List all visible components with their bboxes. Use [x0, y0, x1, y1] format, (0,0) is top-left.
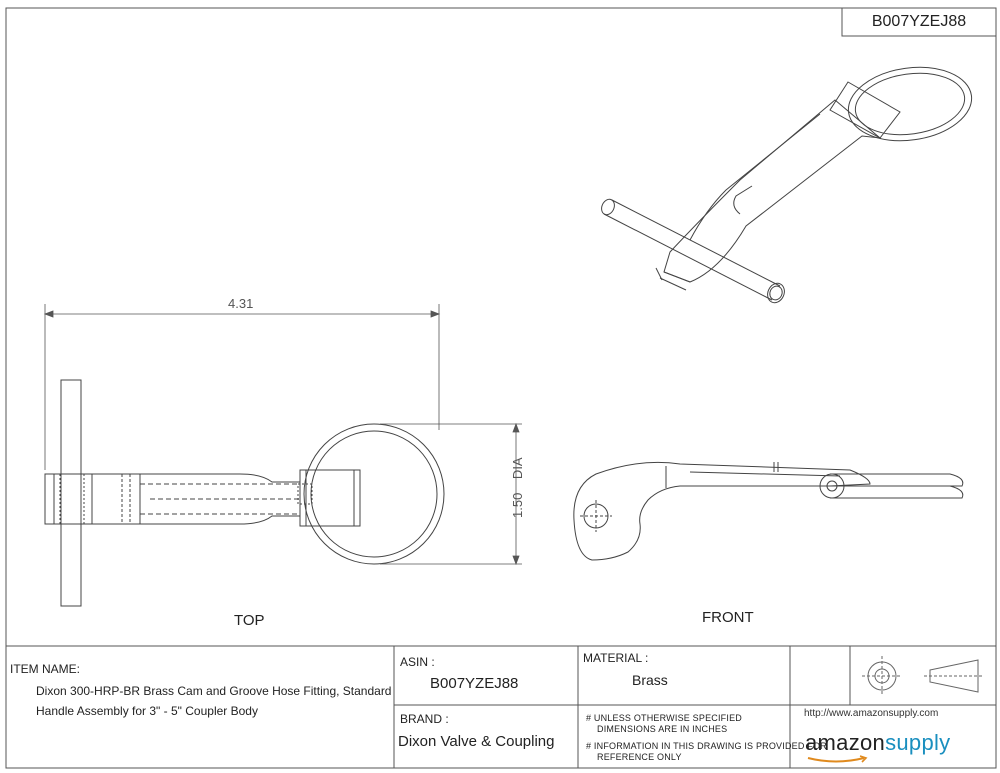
dimension-length-lines — [43, 304, 441, 470]
note-bullet-icon: # — [586, 713, 592, 723]
dimension-length-label: 4.31 — [228, 296, 254, 311]
note-reference-line-1: # INFORMATION IN THIS DRAWING IS PROVIDE… — [586, 741, 827, 751]
view-label-top: TOP — [234, 612, 265, 629]
note-reference-line-2: REFERENCE ONLY — [597, 752, 682, 762]
material-label: MATERIAL : — [583, 651, 649, 665]
title-block-frame — [6, 645, 996, 768]
top-view-drawing — [44, 379, 445, 607]
dimension-ring-label: 1.50 DIA — [510, 457, 530, 518]
projection-symbol-icon — [862, 656, 984, 696]
logo-amazon-text: amazon — [805, 730, 886, 755]
note-units-line-1: # UNLESS OTHERWISE SPECIFIED — [586, 713, 742, 723]
logo-supply-text: supply — [885, 730, 951, 755]
note-bullet-icon: # — [586, 741, 592, 751]
view-label-front: FRONT — [702, 609, 754, 626]
brand-label: BRAND : — [400, 712, 449, 726]
corner-asin-box — [841, 7, 997, 37]
material-value: Brass — [632, 672, 668, 688]
item-name-label: ITEM NAME: — [10, 662, 81, 676]
dimension-ring-suffix: DIA — [510, 457, 525, 480]
dimension-ring-value: 1.50 — [510, 492, 525, 518]
item-name-line-1: Dixon 300-HRP-BR Brass Cam and Groove Ho… — [36, 684, 392, 698]
item-name-line-2: Handle Assembly for 3" - 5" Coupler Body — [36, 704, 258, 718]
note-units-text-1: UNLESS OTHERWISE SPECIFIED — [593, 713, 742, 723]
asin-label: ASIN : — [400, 655, 435, 669]
amazon-smile-icon — [807, 755, 868, 763]
front-view-drawing — [573, 461, 964, 561]
asin-value: B007YZEJ88 — [430, 675, 519, 692]
amazonsupply-logo: amazonsupply — [805, 730, 950, 756]
corner-asin-text: B007YZEJ88 — [871, 13, 967, 30]
note-reference-text-1: INFORMATION IN THIS DRAWING IS PROVIDED … — [593, 741, 827, 751]
amazonsupply-link[interactable]: http://www.amazonsupply.com — [804, 708, 939, 719]
note-units-line-2: DIMENSIONS ARE IN INCHES — [597, 724, 728, 734]
isometric-view-drawing — [601, 66, 973, 304]
dimension-ring-lines — [380, 422, 522, 566]
brand-value: Dixon Valve & Coupling — [398, 733, 555, 750]
